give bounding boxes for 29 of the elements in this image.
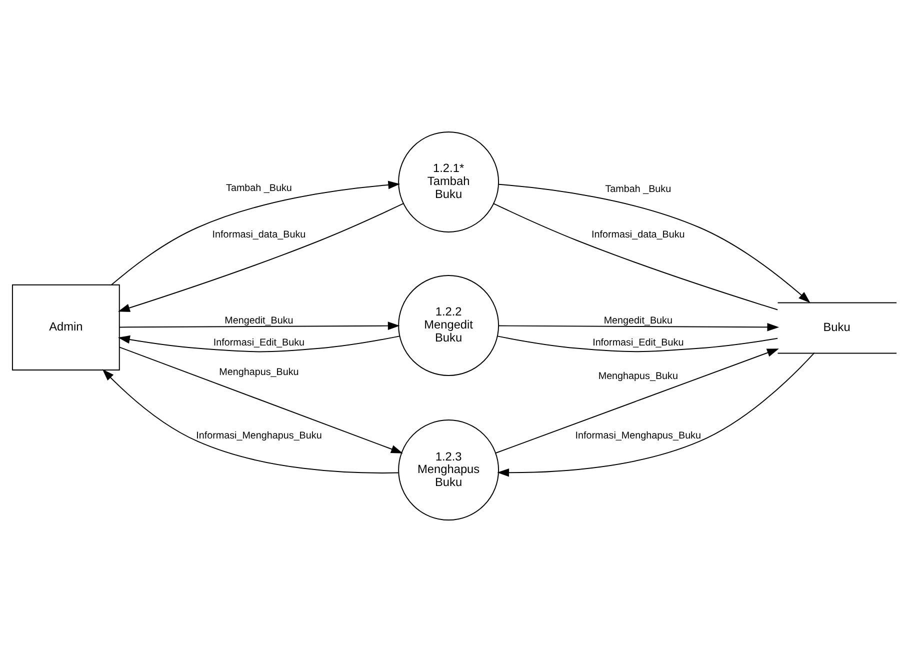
node-circle: 1.2.2 Mengedit Buku [398,274,500,376]
arrow [118,334,400,352]
edge-label: Informasi_Menghapus_Buku [575,430,702,441]
arrow [497,352,815,476]
edge-label: Mengedit_Buku [604,315,672,326]
connector [497,335,778,352]
edge-label: Tambah _Buku [605,183,672,194]
arrow [495,348,779,453]
arrow [118,321,400,330]
arrow [118,202,404,312]
edge-label: Tambah _Buku [226,182,292,194]
node-text: Buku [823,320,850,334]
edge-label: Informasi_data_Buku [591,228,685,240]
arrow [118,346,403,453]
edge-label: Informasi_Edit_Buku [213,336,305,348]
edge-label: Menghapus_Buku [219,366,299,378]
node-circle: 1.2.1* Tambah Buku [398,130,500,232]
connector [493,202,778,310]
arrow [498,183,810,302]
arrow [498,322,780,331]
node-circle: 1.2.3 Menghapus Buku [398,419,500,520]
node-box: Admin [12,284,120,370]
edge-label: Informasi_Edit_Buku [592,336,684,348]
arrow [111,180,400,285]
arrow [102,368,399,473]
edge-label: Menghapus_Buku [598,370,678,382]
edge-label: Mengedit_Buku [224,315,294,326]
edge-label: Informasi_Menghapus_Buku [196,430,322,441]
edge-label: Informasi_data_Buku [212,228,306,240]
